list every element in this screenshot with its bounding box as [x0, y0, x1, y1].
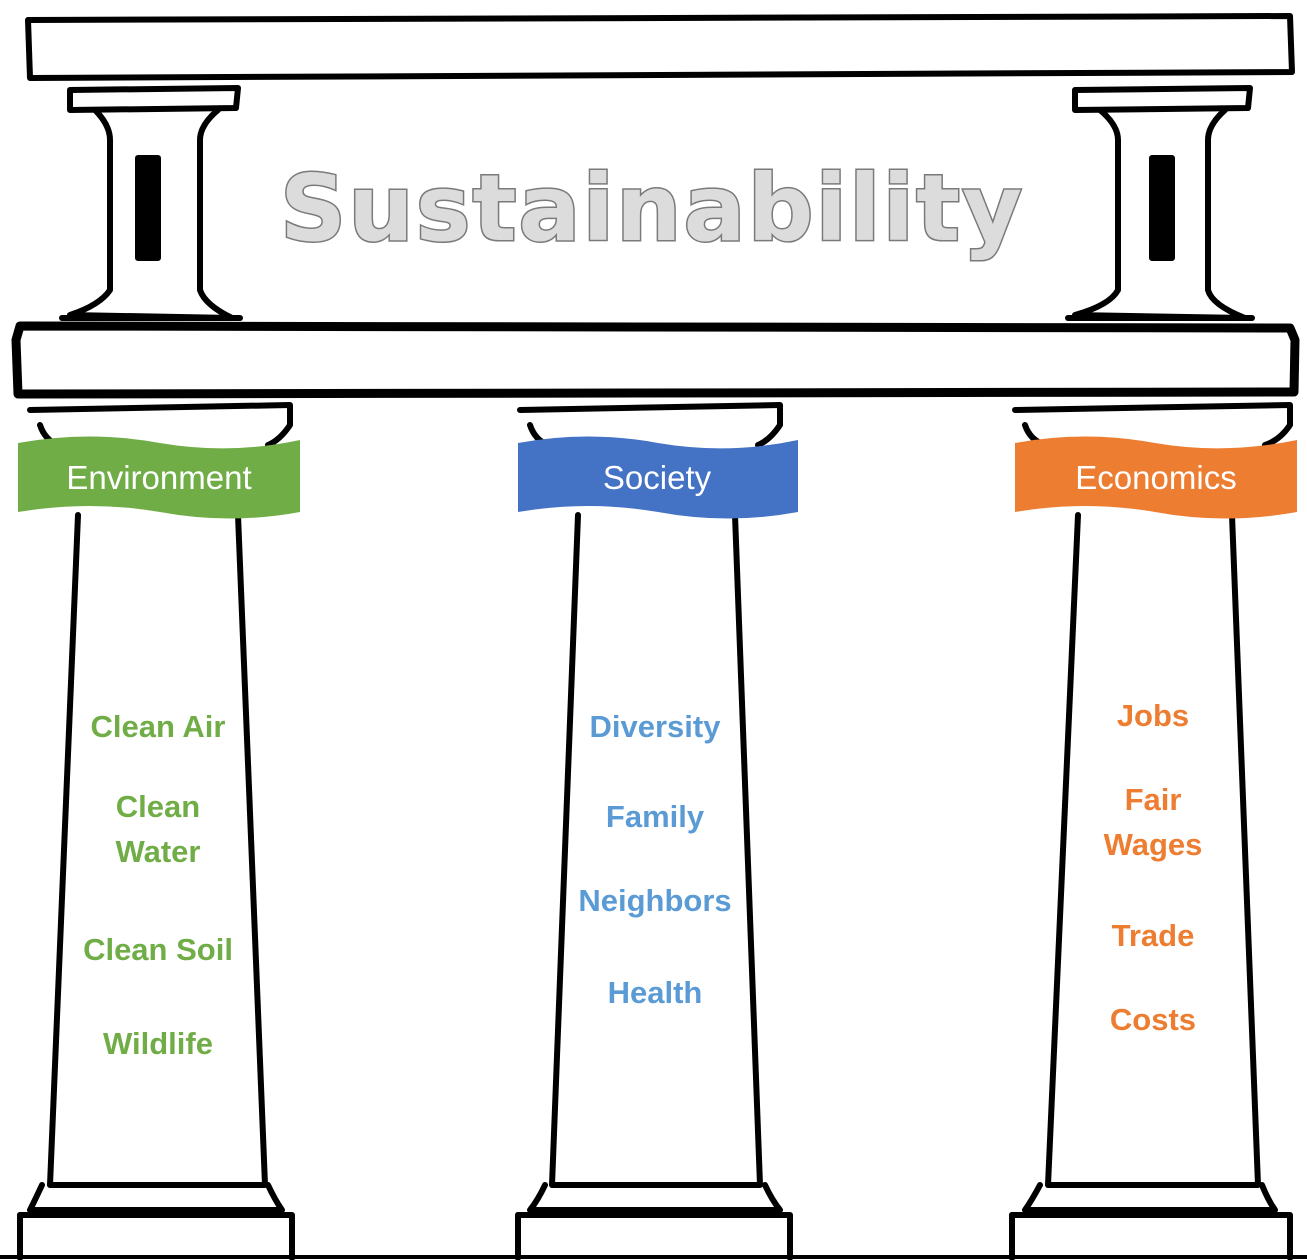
- society-item: Neighbors: [578, 883, 732, 918]
- environment-item: Wildlife: [103, 1026, 213, 1061]
- top-beam: [25, 13, 1295, 81]
- lower-beam: [11, 321, 1300, 399]
- society-label: Society: [603, 459, 712, 496]
- economics-item: Fair Wages: [1103, 782, 1203, 862]
- economics-label: Economics: [1075, 459, 1236, 496]
- upper-right-column: [1065, 85, 1255, 321]
- environment-item: Clean Soil: [83, 932, 233, 967]
- society-banner: [518, 436, 798, 519]
- economics-item: Jobs: [1116, 698, 1190, 733]
- environment-banner: [18, 436, 300, 519]
- society-item: Health: [607, 975, 703, 1010]
- economics-item: Costs: [1109, 1002, 1197, 1037]
- economics-banner: [1015, 436, 1297, 519]
- society-item: Family: [605, 799, 705, 834]
- economics-item: Trade: [1111, 918, 1195, 953]
- diagram-title: Sustainability: [280, 155, 1024, 262]
- environment-item: Clean Air: [90, 709, 226, 744]
- environment-label: Environment: [66, 459, 251, 496]
- environment-column: [17, 402, 295, 1260]
- upper-left-column: [59, 85, 243, 321]
- society-item: Diversity: [589, 709, 721, 744]
- society-column: [515, 402, 793, 1260]
- environment-item: Clean Water: [115, 789, 201, 869]
